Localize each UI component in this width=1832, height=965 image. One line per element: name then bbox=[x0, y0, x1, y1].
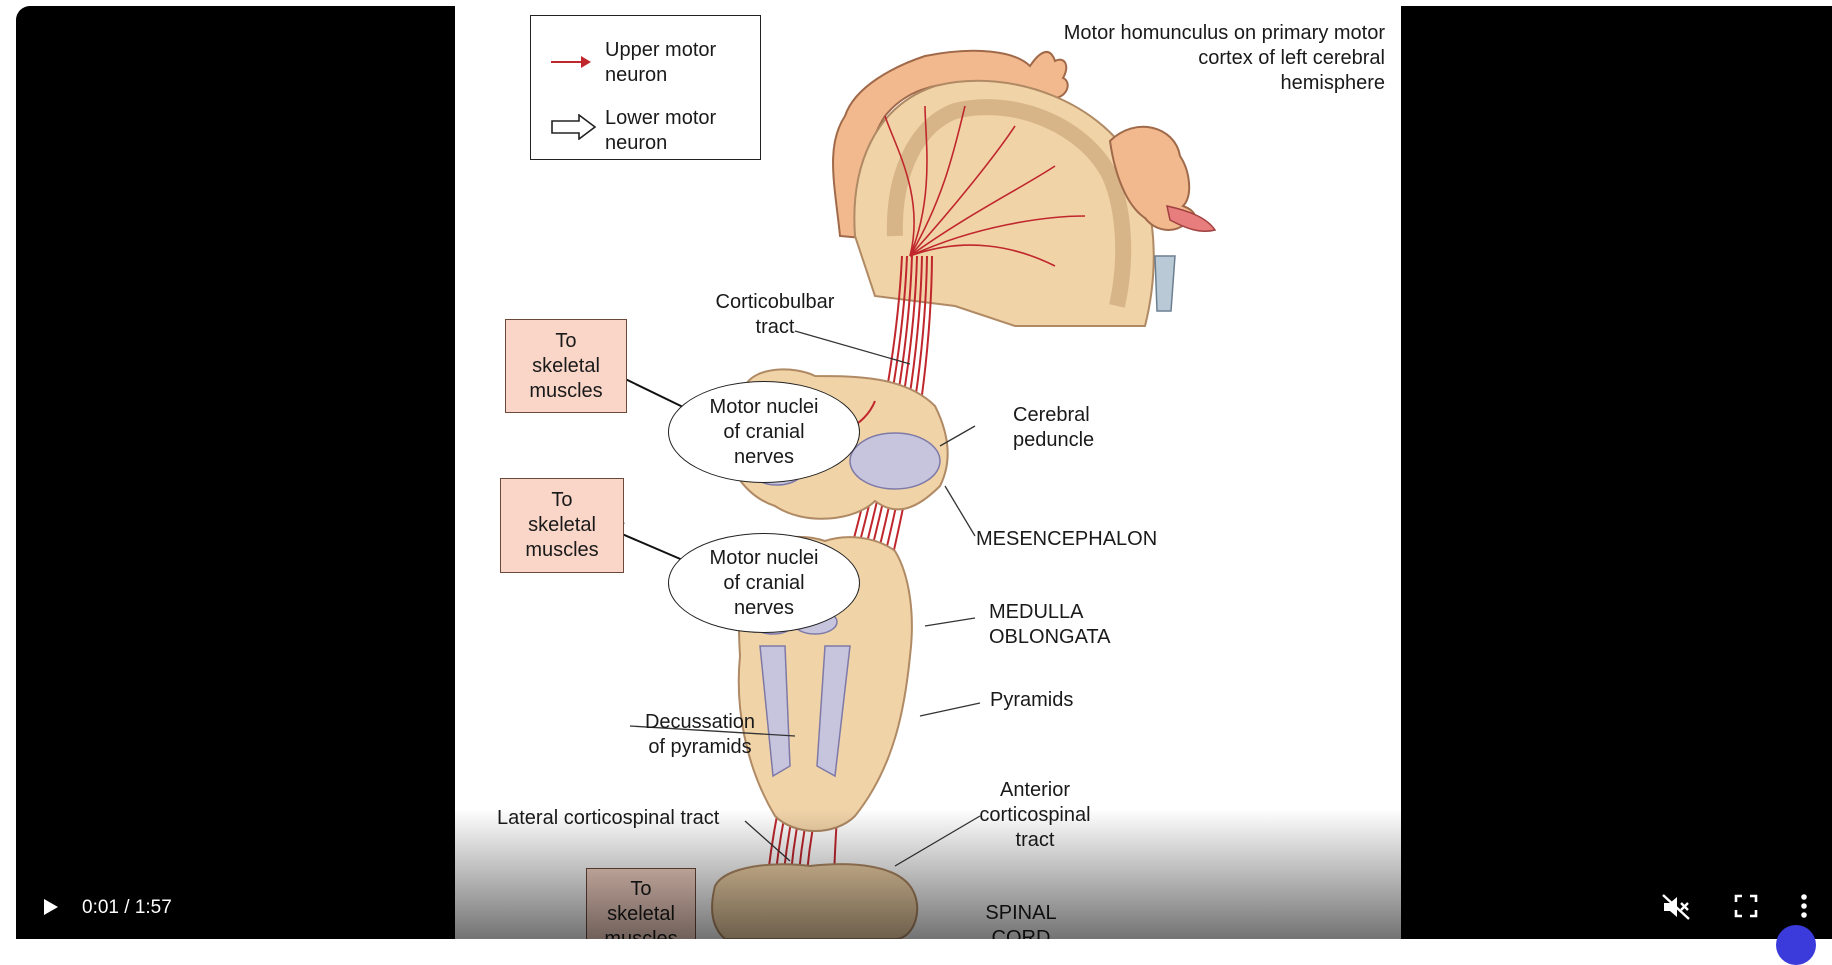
label-decussation: Decussation of pyramids bbox=[605, 710, 795, 760]
duration: 1:57 bbox=[135, 897, 172, 918]
larynx bbox=[1155, 256, 1175, 311]
hollow-arrow-icon bbox=[551, 114, 597, 140]
label-mesencephalon: MESENCEPHALON bbox=[976, 527, 1157, 552]
label-corticobulbar: Corticobulbar tract bbox=[690, 290, 860, 340]
time-separator: / bbox=[119, 897, 135, 918]
current-time: 0:01 bbox=[82, 897, 119, 918]
cranial-nerve-nuclei-oval: Motor nuclei of cranial nerves bbox=[668, 381, 860, 483]
play-icon[interactable] bbox=[38, 895, 62, 919]
skeletal-muscles-box: To skeletal muscles bbox=[505, 319, 627, 413]
time-display: 0:01 / 1:57 bbox=[82, 897, 172, 919]
video-player[interactable]: Upper motor neuron Lower motor neuron Mo… bbox=[16, 6, 1832, 939]
legend: Upper motor neuron Lower motor neuron bbox=[530, 15, 761, 160]
fullscreen-icon[interactable] bbox=[1733, 893, 1759, 919]
legend-lower-text: Lower motor neuron bbox=[605, 106, 716, 156]
more-vertical-icon[interactable] bbox=[1797, 891, 1811, 921]
volume-muted-icon[interactable] bbox=[1661, 893, 1691, 921]
red-arrow-icon bbox=[551, 52, 593, 72]
label-lateral-tract: Lateral corticospinal tract bbox=[497, 806, 719, 831]
video-controls: 0:01 / 1:57 bbox=[16, 879, 1832, 939]
label-anterior-tract: Anterior corticospinal tract bbox=[965, 778, 1105, 853]
label-pyramids: Pyramids bbox=[990, 688, 1073, 713]
skeletal-muscles-box: To skeletal muscles bbox=[500, 478, 624, 573]
legend-upper-text: Upper motor neuron bbox=[605, 38, 716, 88]
cranial-nerve-nuclei-oval: Motor nuclei of cranial nerves bbox=[668, 533, 860, 633]
floating-action-badge[interactable] bbox=[1776, 925, 1816, 965]
label-homunculus: Motor homunculus on primary motor cortex… bbox=[955, 21, 1385, 96]
video-frame: Upper motor neuron Lower motor neuron Mo… bbox=[455, 6, 1401, 939]
label-medulla: MEDULLA OBLONGATA bbox=[989, 600, 1111, 650]
label-cerebral-peduncle: Cerebral peduncle bbox=[1013, 403, 1094, 453]
